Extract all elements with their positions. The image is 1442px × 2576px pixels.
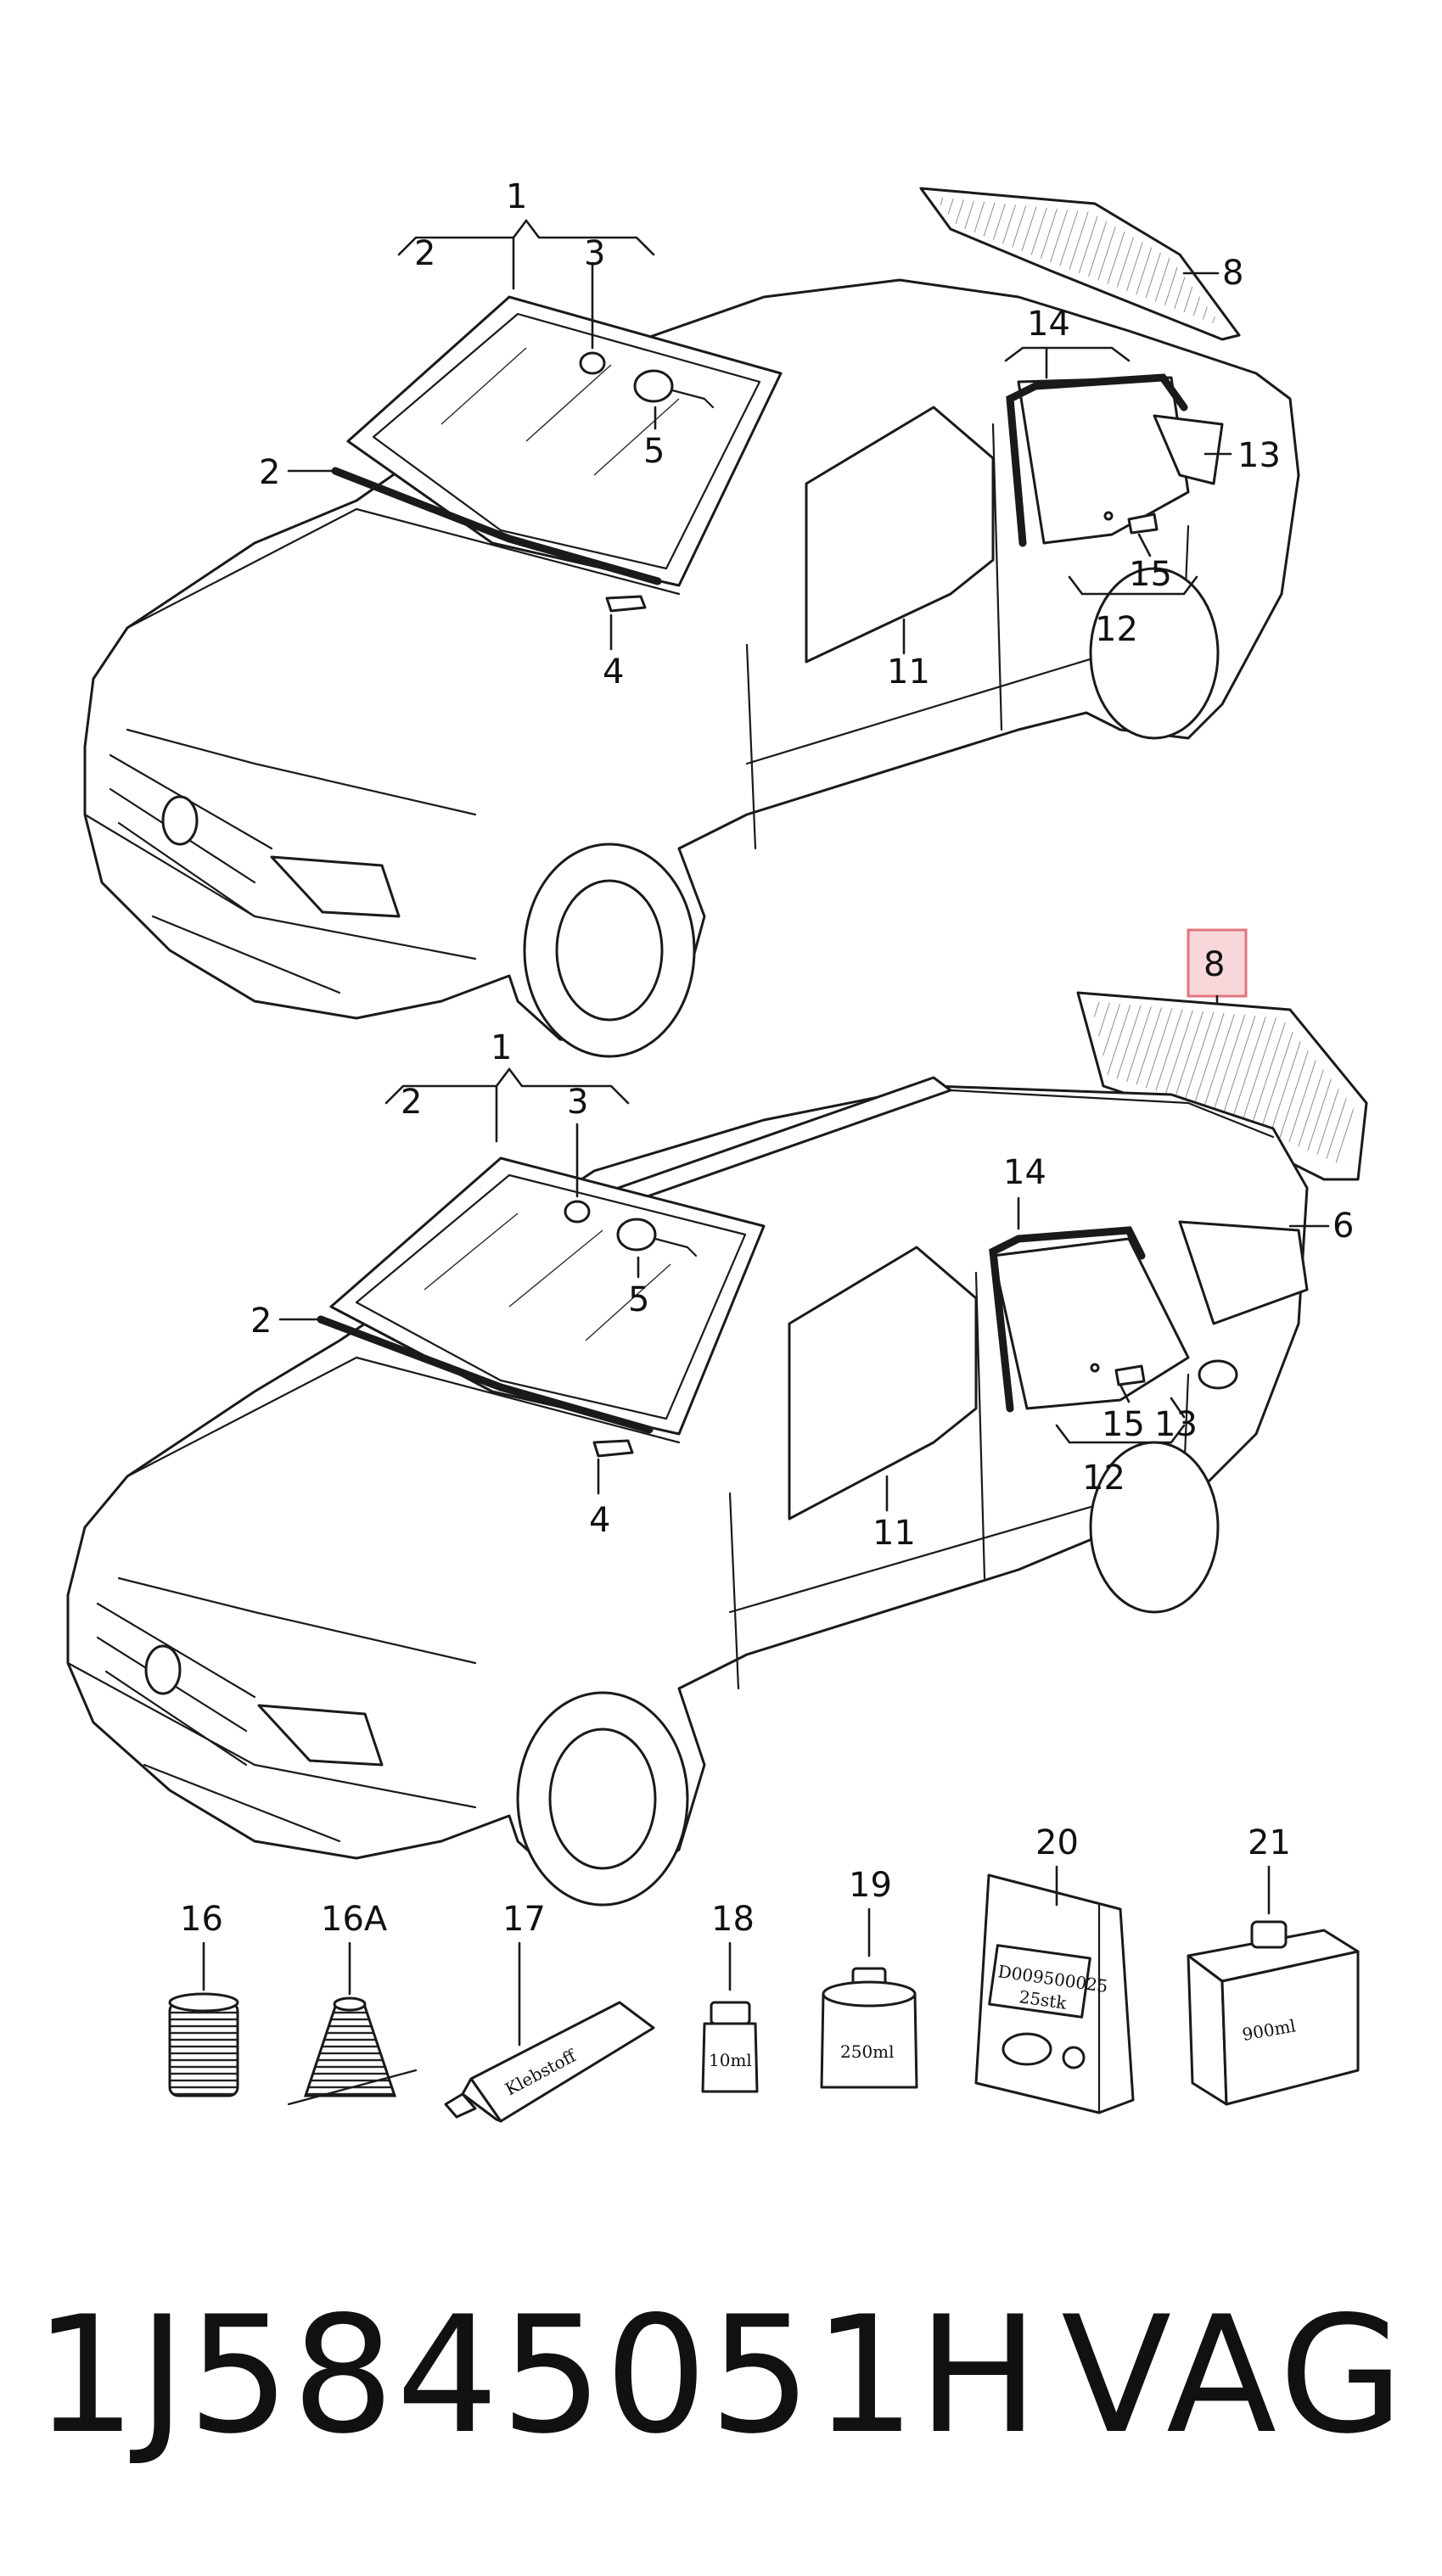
callout-19: 19 — [849, 1866, 892, 1905]
sedan-rain-sensor — [633, 369, 715, 409]
callout-18: 18 — [711, 1900, 755, 1939]
callout-21: 21 — [1248, 1823, 1291, 1862]
sedan-clip — [605, 595, 647, 613]
bottle-label: 10ml — [709, 2050, 752, 2070]
sedan-small-clip — [1103, 511, 1159, 535]
wagon-small-clip — [1090, 1363, 1146, 1386]
wagon-rain-sensor — [616, 1218, 698, 1257]
callout-16: 16 — [180, 1900, 223, 1939]
callout-20: 20 — [1035, 1823, 1079, 1862]
callout-4: 4 — [603, 652, 624, 692]
callout-11: 11 — [872, 1514, 916, 1553]
callout-1: 1 — [506, 177, 527, 216]
item-21-box: 900ml 21 — [1187, 1823, 1360, 2106]
item-16-coil: 16 — [168, 1900, 239, 2097]
item-18-bottle: 10ml 18 — [701, 1900, 759, 2093]
sedan-door-seal — [1006, 373, 1188, 547]
callout-4: 4 — [589, 1501, 610, 1540]
footer: 1J5845051H VAG — [34, 2282, 1409, 2469]
callout-13: 13 — [1154, 1405, 1198, 1444]
wagon-rear-window-part[interactable] — [1076, 991, 1368, 1181]
wagon-clip — [592, 1439, 634, 1458]
sedan-windshield-seal — [331, 467, 662, 585]
sedan-rear-window-part — [919, 187, 1241, 341]
callout-5: 5 — [628, 1280, 649, 1319]
callout-2: 2 — [250, 1302, 272, 1341]
callout-13: 13 — [1237, 436, 1281, 475]
wagon-mirror-base — [564, 1200, 591, 1224]
sedan-mirror-base — [579, 351, 606, 375]
sedan-body — [83, 278, 1300, 1058]
item-17-tube: Klebstoff 17 — [444, 1900, 655, 2123]
callout-2: 2 — [401, 1083, 422, 1122]
callout-11: 11 — [887, 652, 930, 692]
callout-2: 2 — [259, 453, 280, 492]
wagon-windshield-seal — [317, 1315, 654, 1434]
callout-3: 3 — [567, 1083, 588, 1122]
wagon-door-seal — [989, 1226, 1146, 1413]
callout-2: 2 — [414, 234, 435, 273]
callout-17: 17 — [502, 1900, 546, 1939]
wagon-illustration: 8 — [66, 928, 1368, 1907]
callout-8-highlighted: 8 — [1204, 945, 1225, 984]
item-20-bag: D009500025 25stk 20 — [974, 1823, 1135, 2114]
callout-15: 15 — [1129, 555, 1172, 594]
brand-name: VAG — [1061, 2282, 1409, 2469]
callout-5: 5 — [643, 432, 665, 471]
item-19-can: 250ml 19 — [820, 1866, 918, 2089]
item-16a-cone: 16A — [287, 1900, 418, 2106]
callout-12: 12 — [1082, 1459, 1125, 1498]
callout-15: 15 — [1102, 1405, 1145, 1444]
callout-14: 14 — [1003, 1153, 1046, 1192]
callout-6: 6 — [1333, 1207, 1354, 1246]
sedan-illustration: 1 2 3 2 5 4 8 14 13 15 12 11 — [83, 177, 1300, 1058]
part-number: 1J5845051H — [34, 2282, 1041, 2469]
can-label: 250ml — [840, 2041, 895, 2062]
callout-12: 12 — [1095, 610, 1138, 649]
callout-8: 8 — [1222, 254, 1243, 293]
callout-1: 1 — [491, 1028, 512, 1067]
callout-14: 14 — [1027, 305, 1070, 344]
callout-3: 3 — [584, 234, 605, 273]
callout-16a: 16A — [321, 1900, 388, 1939]
accessories-row: 16 16A Klebstoff 17 10ml 18 — [168, 1823, 1360, 2123]
